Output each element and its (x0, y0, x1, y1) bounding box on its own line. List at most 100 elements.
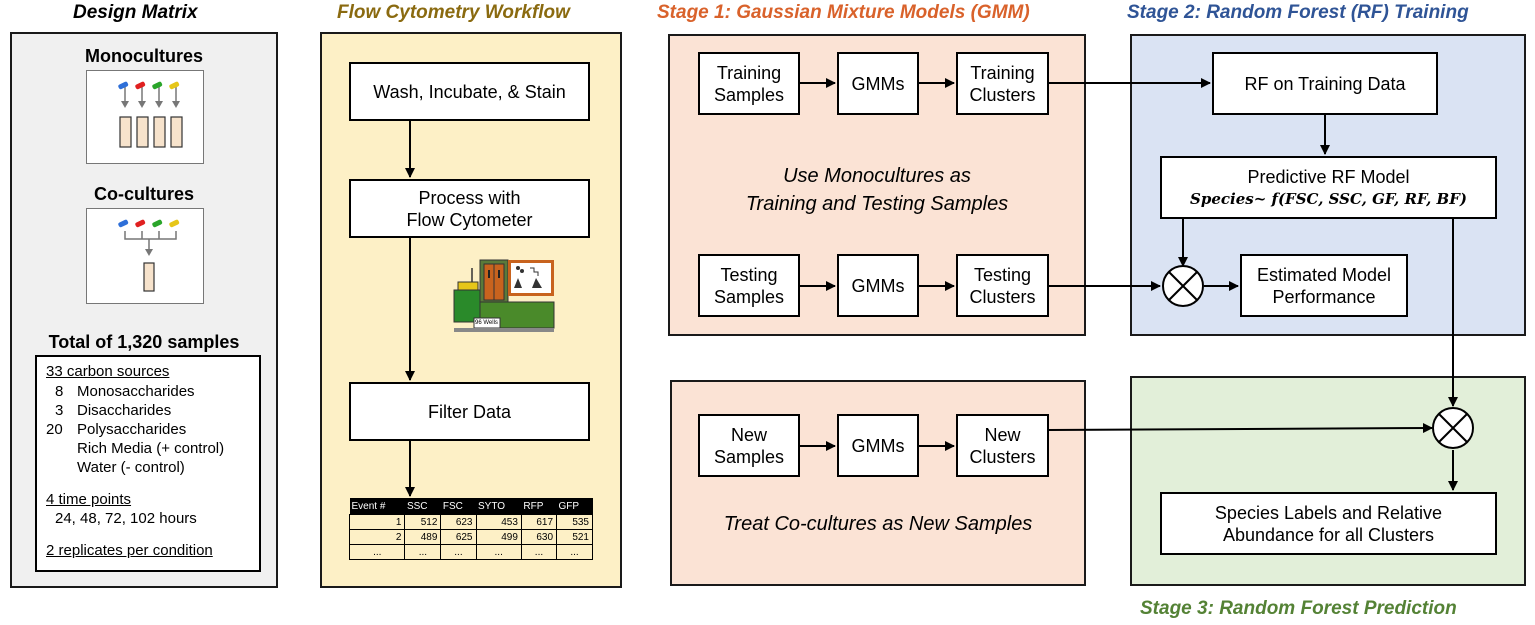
training-samples-line1: Training (716, 62, 782, 83)
carbon-label-poly: Polysaccharides (77, 421, 187, 438)
monocultures-label: Monocultures (84, 46, 203, 66)
monoculture-tubes-icon (118, 81, 183, 148)
carbon-count-poly: 20 (46, 421, 63, 438)
training-samples-line2: Samples (713, 84, 785, 105)
filter-data-box: Filter Data (349, 382, 590, 441)
estimated-performance-box: Estimated Model Performance (1240, 254, 1408, 317)
cell: 2 (348, 529, 406, 545)
cell: ... (440, 544, 477, 560)
cell: 521 (556, 529, 593, 545)
stage1-title: Stage 1: Gaussian Mixture Models (GMM) (657, 2, 1030, 23)
wash-incubate-stain-text: Wash, Incubate, & Stain (373, 81, 566, 102)
flow-cytometer-icon (453, 259, 555, 332)
gmm-training-box: GMMs (837, 52, 919, 115)
process-line1: Process with (418, 187, 521, 208)
species-labels-box: Species Labels and Relative Abundance fo… (1160, 492, 1497, 555)
col-event: Event # (349, 498, 405, 515)
monocultures-illustration (86, 70, 204, 164)
table-row: 2 489 625 499 630 521 (348, 529, 593, 545)
gmm-testing-text: GMMs (851, 275, 905, 296)
col-ssc: SSC (404, 498, 441, 515)
flow-cytometer-illustration: 96 Wells (452, 254, 558, 338)
total-samples-label: Total of 1,320 samples (48, 332, 240, 352)
testing-clusters-box: Testing Clusters (956, 254, 1049, 317)
carbon-label-mono: Monosaccharides (77, 383, 195, 400)
cell: ... (520, 544, 558, 560)
event-table: Event # SSC FSC SYTO RFP GFP 1 512 623 4… (348, 498, 593, 560)
new-clusters-box: New Clusters (956, 414, 1049, 477)
carbon-count-di: 3 (55, 402, 64, 419)
wells-label: 96 Wells (475, 320, 498, 326)
col-rfp: RFP (521, 498, 557, 515)
replicates-line: 2 replicates per condition (46, 542, 213, 559)
gmm-new-box: GMMs (837, 414, 919, 477)
cell: 499 (475, 529, 522, 545)
flow-workflow-title: Flow Cytometry Workflow (337, 2, 570, 23)
training-samples-box: Training Samples (698, 52, 800, 115)
cell: 623 (440, 514, 477, 530)
cell: 489 (404, 529, 442, 545)
wash-incubate-stain-box: Wash, Incubate, & Stain (349, 62, 590, 121)
training-clusters-box: Training Clusters (956, 52, 1049, 115)
performance-line2: Performance (1272, 286, 1376, 307)
monocultures-note-line1: Use Monocultures as (783, 165, 971, 187)
stage1-lower-panel (670, 380, 1086, 586)
testing-samples-line2: Samples (713, 286, 785, 307)
rf-model-formula: Species~ f(FSC, SSC, GF, RF, BF) (1190, 189, 1467, 208)
stage3-title: Stage 3: Random Forest Prediction (1140, 598, 1457, 619)
cell: 453 (475, 514, 522, 530)
cell: 512 (404, 514, 442, 530)
cell: 1 (348, 514, 406, 530)
carbon-count-mono: 8 (55, 383, 64, 400)
cocultures-illustration (86, 208, 204, 304)
new-clusters-line2: Clusters (969, 446, 1036, 467)
cell: 630 (520, 529, 558, 545)
new-samples-line2: Samples (713, 446, 785, 467)
col-fsc: FSC (440, 498, 476, 515)
table-row: ... ... ... ... ... ... (348, 544, 593, 560)
testing-samples-line1: Testing (720, 264, 778, 285)
rf-training-text: RF on Training Data (1244, 73, 1406, 94)
table-row: 1 512 623 453 617 535 (348, 514, 593, 530)
cell: ... (348, 544, 406, 560)
process-flow-cytometer-box: Process with Flow Cytometer (349, 179, 590, 238)
testing-samples-box: Testing Samples (698, 254, 800, 317)
cocultures-label: Co-cultures (93, 184, 194, 204)
coculture-tube-icon (118, 219, 180, 292)
new-samples-line1: New (730, 424, 767, 445)
carbon-label-rich: Rich Media (+ control) (77, 440, 225, 457)
design-matrix-title: Design Matrix (73, 2, 198, 23)
time-points-heading: 4 time points (46, 491, 132, 508)
species-labels-line2: Abundance for all Clusters (1222, 524, 1435, 545)
training-clusters-line2: Clusters (969, 84, 1036, 105)
cell: ... (404, 544, 442, 560)
carbon-label-di: Disaccharides (77, 402, 172, 419)
stage2-title: Stage 2: Random Forest (RF) Training (1127, 2, 1469, 23)
gmm-testing-box: GMMs (837, 254, 919, 317)
predictive-model-title: Predictive RF Model (1247, 166, 1410, 187)
cell: 617 (520, 514, 558, 530)
monocultures-note-line2: Training and Testing Samples (745, 193, 1009, 215)
cell: ... (475, 544, 522, 560)
new-clusters-line1: New (984, 424, 1021, 445)
design-details-box: 33 carbon sources 8 Monosaccharides 3 Di… (35, 355, 261, 572)
carbon-sources-heading: 33 carbon sources (46, 363, 170, 380)
performance-line1: Estimated Model (1256, 264, 1392, 285)
event-table-header: Event # SSC FSC SYTO RFP GFP (349, 498, 593, 515)
col-syto: SYTO (476, 498, 522, 515)
filter-data-text: Filter Data (427, 401, 512, 422)
rf-training-box: RF on Training Data (1212, 52, 1438, 115)
cell: ... (556, 544, 593, 560)
carbon-label-water: Water (- control) (77, 459, 185, 476)
predictive-rf-model-box: Predictive RF Model Species~ f(FSC, SSC,… (1160, 156, 1497, 219)
testing-clusters-line2: Clusters (969, 286, 1036, 307)
testing-clusters-line1: Testing (973, 264, 1032, 285)
gmm-new-text: GMMs (851, 435, 905, 456)
cocultures-note: Treat Co-cultures as New Samples (723, 513, 1033, 535)
species-labels-line1: Species Labels and Relative (1214, 502, 1443, 523)
gmm-training-text: GMMs (851, 73, 905, 94)
cell: 625 (440, 529, 477, 545)
process-line2: Flow Cytometer (406, 209, 533, 230)
time-points-hours: 24, 48, 72, 102 hours (55, 510, 197, 527)
cell: 535 (556, 514, 593, 530)
